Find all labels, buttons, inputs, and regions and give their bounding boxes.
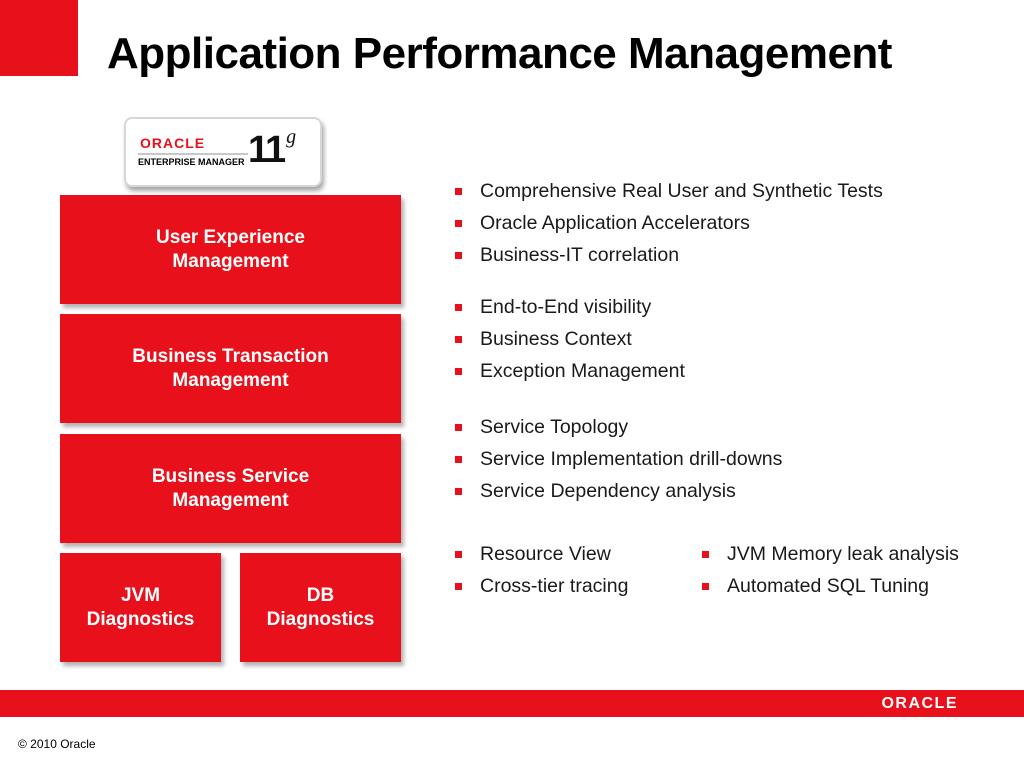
block-line: Management (172, 489, 289, 511)
list-item: Service Dependency analysis (454, 475, 782, 507)
block-line: DB (306, 584, 335, 606)
page-title: Application Performance Management (107, 29, 892, 78)
bullet-square-icon (455, 551, 462, 558)
list-item: Service Topology (454, 411, 782, 443)
bullet-square-icon (455, 220, 462, 227)
list-item-label: Resource View (480, 543, 611, 565)
bullet-square-icon (455, 336, 462, 343)
list-item: Business-IT correlation (454, 239, 883, 271)
block-line: User Experience (156, 226, 305, 248)
badge-product: ENTERPRISE MANAGER (138, 157, 245, 167)
list-item-label: Business Context (480, 328, 632, 350)
list-item: Comprehensive Real User and Synthetic Te… (454, 175, 883, 207)
block-line: Management (172, 250, 289, 272)
bullet-square-icon (455, 304, 462, 311)
badge-version-suffix: g (286, 126, 297, 148)
list-item-label: Business-IT correlation (480, 244, 680, 266)
footer-oracle-logo: ORACLE (881, 695, 958, 712)
block-line: JVM (120, 584, 161, 606)
list-item-label: Automated SQL Tuning (727, 575, 929, 597)
block-line: Business Service (151, 465, 310, 487)
user-experience-block: User Experience Management (60, 195, 401, 304)
list-item: Oracle Application Accelerators (454, 207, 883, 239)
bullet-square-icon (455, 583, 462, 590)
jvm-diagnostics-bullets: Resource View Cross-tier tracing (454, 538, 628, 602)
list-item-label: End-to-End visibility (480, 296, 652, 318)
list-item-label: Exception Management (480, 360, 685, 382)
block-line: Diagnostics (86, 608, 195, 630)
bullet-square-icon (455, 252, 462, 259)
copyright-text: © 2010 Oracle (18, 737, 96, 751)
list-item-label: Service Topology (480, 416, 629, 438)
list-item-label: Cross-tier tracing (480, 575, 629, 597)
list-item-label: JVM Memory leak analysis (727, 543, 959, 565)
block-line: Diagnostics (266, 608, 375, 630)
footer-bar: ORACLE (0, 690, 1024, 717)
list-item: End-to-End visibility (454, 291, 685, 323)
list-item: Business Context (454, 323, 685, 355)
badge-brand: ORACLE (140, 135, 206, 151)
badge-divider (138, 153, 248, 155)
bullet-square-icon (702, 583, 709, 590)
business-service-bullets: Service Topology Service Implementation … (454, 411, 782, 507)
list-item: Automated SQL Tuning (701, 570, 959, 602)
list-item: Service Implementation drill-downs (454, 443, 782, 475)
jvm-diagnostics-block: JVM Diagnostics (60, 553, 221, 662)
list-item: JVM Memory leak analysis (701, 538, 959, 570)
db-diagnostics-bullets: JVM Memory leak analysis Automated SQL T… (701, 538, 959, 602)
corner-accent (0, 0, 78, 76)
list-item-label: Oracle Application Accelerators (480, 212, 750, 234)
badge-version-number: 11 (248, 129, 286, 171)
business-transaction-block: Business Transaction Management (60, 314, 401, 423)
business-service-block: Business Service Management (60, 434, 401, 543)
block-line: Business Transaction (132, 345, 329, 367)
list-item: Cross-tier tracing (454, 570, 628, 602)
list-item-label: Service Dependency analysis (480, 480, 736, 502)
list-item-label: Service Implementation drill-downs (480, 448, 783, 470)
bullet-square-icon (702, 551, 709, 558)
list-item: Resource View (454, 538, 628, 570)
bullet-square-icon (455, 488, 462, 495)
block-line: Management (172, 369, 289, 391)
bullet-square-icon (455, 424, 462, 431)
bullet-square-icon (455, 188, 462, 195)
user-experience-bullets: Comprehensive Real User and Synthetic Te… (454, 175, 883, 271)
bullet-square-icon (455, 368, 462, 375)
list-item-label: Comprehensive Real User and Synthetic Te… (480, 180, 883, 202)
business-transaction-bullets: End-to-End visibility Business Context E… (454, 291, 685, 387)
list-item: Exception Management (454, 355, 685, 387)
bullet-square-icon (455, 456, 462, 463)
db-diagnostics-block: DB Diagnostics (240, 553, 401, 662)
